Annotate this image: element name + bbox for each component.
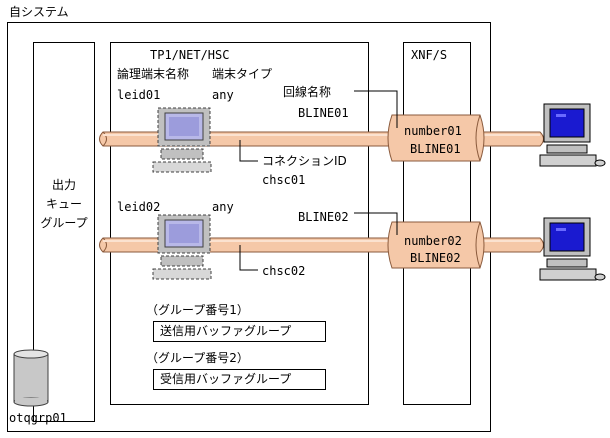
remote-pc-2-icon [539,217,606,281]
connection-id-label: コネクションID [262,154,347,168]
terminal-1-pc-icon [152,107,212,173]
output-queue-group-label: 出力 キュー グループ [40,178,88,230]
line-name-label: 回線名称 [283,85,332,99]
terminal-1-type: any [212,88,234,102]
xnf-connector-1 [387,114,485,162]
buffer-group-2-number: （グループ番号2） [146,351,249,365]
xnf-1-line: BLINE01 [410,142,461,156]
xnf-2-line: BLINE02 [410,251,461,265]
remote-pc-1-icon [539,103,606,167]
terminal-2-name: leid02 [117,200,161,214]
terminal-type-header: 端末タイプ [212,67,273,81]
terminal-2-pc-icon [152,214,212,280]
logical-terminal-header: 論理端末名称 [117,67,190,81]
tp1-net-hsc-box [110,42,369,405]
terminal-1-name: leid01 [117,88,161,102]
terminal-1-connection: chsc01 [262,173,306,187]
xnf-s-title: XNF/S [411,48,448,62]
terminal-2-line: BLINE02 [298,210,349,224]
own-system-title: 自システム [9,5,69,19]
leader-lines [239,90,398,271]
xnf-2-number: number02 [404,234,462,248]
terminal-2-connection: chsc02 [262,264,306,278]
queue-name: otqgrp01 [9,411,67,425]
tp1-net-hsc-title: TP1/NET/HSC [150,48,230,62]
send-buffer-group: 送信用バッファグループ [153,321,326,342]
xnf-connector-2 [387,221,485,269]
xnf-1-number: number01 [404,124,462,138]
terminal-2-type: any [212,200,234,214]
receive-buffer-group: 受信用バッファグループ [153,369,326,390]
terminal-1-line: BLINE01 [298,106,349,120]
queue-database-icon [13,349,49,407]
buffer-group-1-number: （グループ番号1） [146,303,249,317]
